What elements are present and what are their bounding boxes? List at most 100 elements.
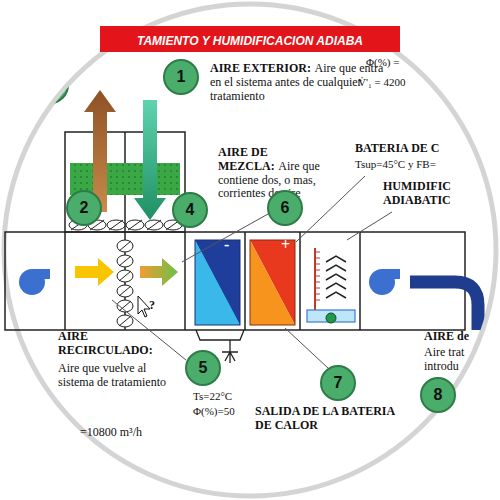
damper-blades xyxy=(117,240,133,252)
adiabatic-humidifier xyxy=(315,252,320,253)
damper-blades xyxy=(117,285,133,297)
leader-line xyxy=(285,328,328,368)
adiabatic-humidifier xyxy=(326,292,346,298)
callout-number: 7 xyxy=(320,365,356,401)
label-heading: AIRE de xyxy=(424,329,469,343)
label-text: =10800 m³/h xyxy=(80,425,142,439)
duct xyxy=(359,232,361,330)
cooling-coil xyxy=(195,240,240,325)
cropped-callout xyxy=(32,67,68,103)
component-name: HUMIDIFIC ADIABATIC xyxy=(383,180,473,208)
adiabatic-humidifier xyxy=(315,294,320,295)
label-heading: AIRE DE MEZCLA: xyxy=(218,145,275,173)
upper-box xyxy=(65,132,185,232)
damper-blades xyxy=(119,241,131,251)
definition-text: Aire que vuelve al sistema de tratamient… xyxy=(58,362,168,390)
callout-text: 2 xyxy=(80,199,89,217)
label-text: Φ(%)=50 xyxy=(193,405,235,417)
fan-icon xyxy=(369,269,400,295)
callout-number: 8 xyxy=(420,377,456,413)
duct xyxy=(64,232,66,330)
label-text: Ts=22°C xyxy=(193,390,232,402)
callout-text: 5 xyxy=(199,359,208,377)
cursor-mark: ? xyxy=(149,299,155,313)
coil-sign: - xyxy=(224,236,229,254)
mixed-air-arrow xyxy=(140,258,178,286)
damper-blades xyxy=(126,220,144,230)
adiabatic-humidifier xyxy=(326,256,346,298)
flow-value: =10800 m³/h xyxy=(80,426,142,440)
adiabatic-humidifier xyxy=(315,270,320,271)
supply-air-arrow xyxy=(410,282,478,330)
condition-value: Tsup=45°C y FB= xyxy=(355,158,436,171)
cooling-coil xyxy=(195,240,240,325)
adiabatic-humidifier xyxy=(315,252,320,300)
duct xyxy=(184,232,186,330)
component-name: BATERIA DE C xyxy=(355,142,439,156)
damper-blades xyxy=(119,286,131,296)
upper-box xyxy=(65,132,185,232)
leader-line xyxy=(112,176,392,368)
label-heading: HUMIDIFIC ADIABATIC xyxy=(383,179,451,207)
callout-text: 4 xyxy=(186,201,195,219)
damper-blades xyxy=(119,316,131,326)
fan-icon xyxy=(19,269,50,295)
adiabatic-humidifier xyxy=(326,265,346,271)
condensate-drain xyxy=(222,340,238,363)
damper-blades xyxy=(147,220,161,230)
adiabatic-humidifier xyxy=(326,283,346,289)
callout-text: 6 xyxy=(281,199,290,217)
condition-value: Φ(%) = xyxy=(366,56,399,69)
damper-blades xyxy=(128,220,142,230)
adiabatic-humidifier xyxy=(326,313,336,323)
fan-icon xyxy=(382,269,400,279)
damper-blades xyxy=(117,315,133,327)
adiabatic-humidifier xyxy=(315,288,320,289)
fan-icon xyxy=(32,269,50,279)
adiabatic-humidifier xyxy=(307,310,355,322)
cropped-callout xyxy=(32,67,68,103)
damper-blades xyxy=(117,270,133,282)
damper-blades xyxy=(119,301,131,311)
definition-heading: AIRE de xyxy=(424,330,469,344)
definition-text: Aire trat introdu xyxy=(424,346,476,374)
callout-number: 2 xyxy=(66,190,102,226)
duct xyxy=(299,232,301,330)
crop-ring xyxy=(4,4,496,496)
callout-text: 8 xyxy=(434,386,443,404)
damper-blades xyxy=(117,255,133,267)
condition-value: Ts=22°C xyxy=(193,390,232,403)
adiabatic-humidifier xyxy=(326,274,346,280)
label-heading: AIRE EXTERIOR: xyxy=(210,61,311,75)
adiabatic-humidifier xyxy=(315,300,320,301)
label-text: Tsup=45°C y FB= xyxy=(355,158,436,170)
callout-number: 4 xyxy=(172,192,208,228)
cooling-coil xyxy=(195,240,240,325)
section-label: SALIDA DE LA BATERIA DE CALOR xyxy=(255,405,405,433)
callout-number: 5 xyxy=(185,350,221,386)
label-text: Φ(%) = xyxy=(366,56,399,68)
cursor-icon xyxy=(138,296,150,317)
adiabatic-humidifier xyxy=(326,256,346,262)
callout-number: 6 xyxy=(267,190,303,226)
duct xyxy=(5,232,465,330)
adiabatic-humidifier xyxy=(315,282,320,283)
return-air-arrow xyxy=(75,258,114,286)
damper-blades xyxy=(119,256,131,266)
coil-sign: + xyxy=(281,236,290,254)
damper-blades xyxy=(107,220,125,230)
adiabatic-humidifier xyxy=(315,264,320,265)
callout-text: 7 xyxy=(334,374,343,392)
cooling-coil xyxy=(195,240,240,325)
damper-blades xyxy=(119,271,131,281)
label-heading: SALIDA DE LA BATERIA DE CALOR xyxy=(255,404,395,432)
condition-value: Φ(%)=50 xyxy=(193,405,235,418)
duct xyxy=(5,232,465,330)
label-heading: BATERIA DE C xyxy=(355,141,439,155)
adiabatic-humidifier xyxy=(315,258,320,259)
label-text: V̇'₁ = 4200 xyxy=(358,76,405,88)
title-box: TAMIENTO Y HUMIDIFICACION ADIABA xyxy=(0,31,500,49)
definition-heading: AIRE RECIRCULADO: xyxy=(58,330,178,358)
label-heading: + xyxy=(281,236,290,253)
